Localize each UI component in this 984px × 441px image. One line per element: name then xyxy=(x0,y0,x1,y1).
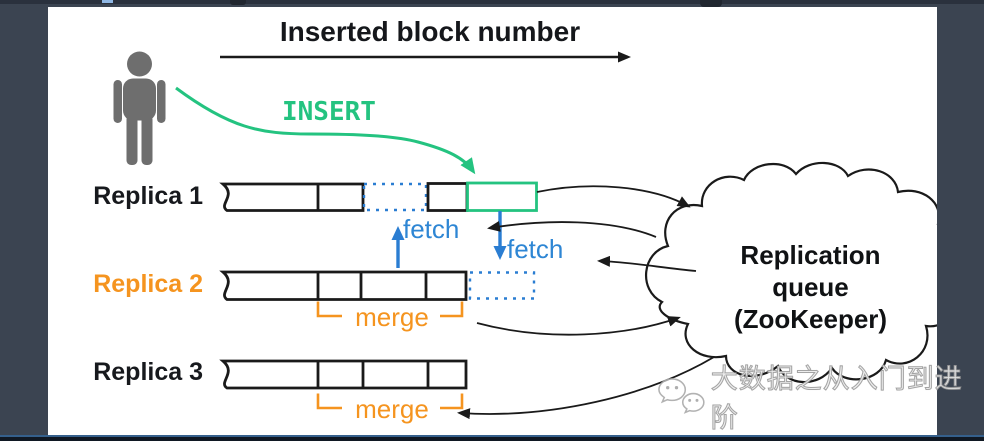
replica-3-bar xyxy=(219,359,468,390)
replica-2-label: Replica 2 xyxy=(93,270,203,298)
fetch-label-2: fetch xyxy=(507,234,564,264)
person-icon xyxy=(113,51,166,165)
arrow-queue-to-fetch-1 xyxy=(487,220,657,238)
cropped-text-fragment xyxy=(700,0,722,7)
slide-frame-top-stripe xyxy=(0,0,984,4)
replication-queue-label: Replication queue (ZooKeeper) xyxy=(718,239,903,335)
merge-label-2: merge xyxy=(355,394,429,424)
watermark: 大数据之从入门到进阶 xyxy=(656,364,984,434)
arrow-merge-to-queue xyxy=(476,316,681,336)
slide-frame-bottom xyxy=(0,435,984,441)
merge-bracket-replica-2 xyxy=(316,301,464,318)
merge-label-1: merge xyxy=(355,302,429,332)
merge-bracket-replica-3 xyxy=(316,393,464,410)
wechat-icon xyxy=(658,378,705,414)
replica-3-label: Replica 3 xyxy=(93,358,203,386)
slide-frame-right xyxy=(937,0,984,435)
replica-2-pending-block xyxy=(468,271,536,300)
cropped-text-fragment xyxy=(102,0,113,3)
insert-arrow xyxy=(175,86,476,175)
watermark-text: 大数据之从入门到进阶 xyxy=(710,364,963,434)
replication-queue-line-1: Replication xyxy=(740,240,881,270)
cropped-text-fragment xyxy=(230,0,246,5)
arrow-queue-to-fetch-2 xyxy=(597,255,697,272)
inserted-block-highlight xyxy=(466,181,538,212)
arrow-insert-to-queue xyxy=(536,185,691,208)
insert-label: INSERT xyxy=(282,97,376,127)
slide-frame-left xyxy=(0,0,48,435)
replica-2-bar xyxy=(219,270,468,301)
inserted-block-number-label: Inserted block number xyxy=(279,16,581,47)
replica-1-recent-block xyxy=(426,182,469,212)
replica-1-label: Replica 1 xyxy=(93,182,203,210)
replication-queue-line-2: queue xyxy=(772,272,849,302)
arrow-queue-to-merge xyxy=(457,356,715,420)
fetch-label-1: fetch xyxy=(403,214,460,244)
replica-1-pending-block xyxy=(362,182,428,212)
replica-1-bar xyxy=(219,182,365,212)
replication-queue-line-3: (ZooKeeper) xyxy=(733,304,888,334)
